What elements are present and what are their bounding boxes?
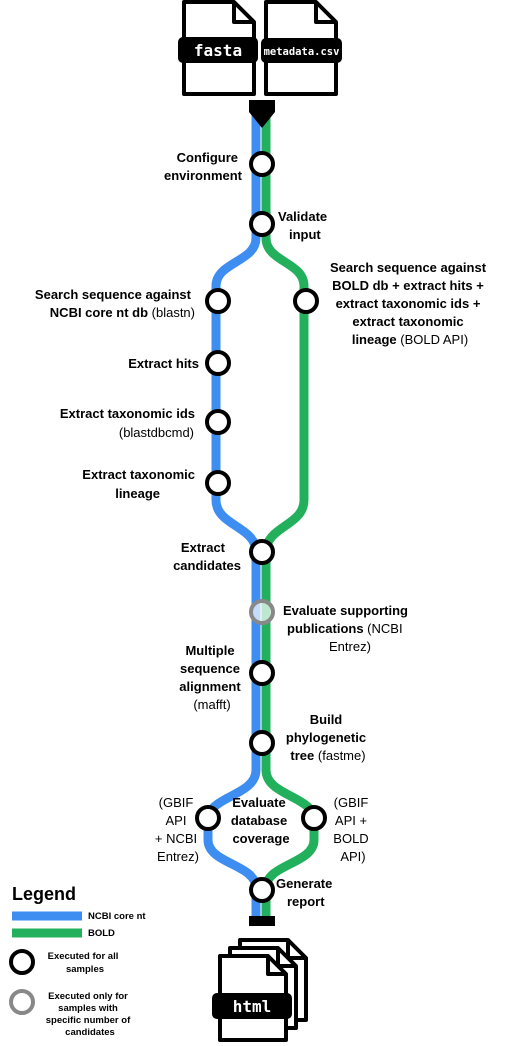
label-configure: Configure environment [164, 149, 243, 183]
node-validate [249, 211, 275, 237]
label-evaluate-publications: Evaluate supporting publications (NCBI E… [283, 602, 412, 654]
label-msa: Multiple sequence alignment (mafft) [179, 642, 244, 712]
label-extract-lineage: Extract taxonomic lineage [82, 466, 199, 501]
start-marker [249, 100, 275, 128]
node-bold-search [293, 288, 319, 314]
node-report [249, 877, 275, 903]
fasta-label: fasta [194, 41, 242, 60]
legend-specific-text: Executed only for samples with specific … [46, 986, 134, 1038]
node-extract-lineage [205, 470, 231, 496]
node-extract-tax-ids [205, 409, 231, 435]
node-tree [249, 730, 275, 756]
node-extract-candidates [249, 539, 275, 565]
node-ncbi-search [205, 288, 231, 314]
metadata-label: metadata.csv [264, 46, 340, 58]
label-validate: Validate input [278, 208, 331, 242]
label-tree: Build phylogenetic tree (fastme) [286, 711, 370, 763]
label-extract-candidates: Extract candidates [173, 539, 241, 573]
legend-ncbi-label: NCBI core nt [88, 911, 146, 922]
legend-node-all [9, 949, 35, 975]
legend-all-text: Executed for all samples [48, 946, 123, 975]
label-extract-hits: Extract hits [128, 356, 199, 371]
legend-title: Legend [12, 884, 76, 904]
legend: Legend NCBI core nt BOLD Executed for al… [9, 884, 146, 1038]
legend-bold-label: BOLD [88, 928, 115, 939]
label-coverage-bold: (GBIF API + BOLD API) [333, 794, 372, 864]
node-configure [249, 151, 275, 177]
label-extract-tax-ids: Extract taxonomic ids (blastdbcmd) [60, 405, 199, 440]
node-msa [249, 660, 275, 686]
label-bold-search: Search sequence against BOLD db + extrac… [330, 259, 490, 347]
label-coverage-ncbi: (GBIF API + NCBI Entrez) [155, 794, 201, 864]
fasta-file-icon: fasta [178, 0, 258, 96]
node-coverage-ncbi [195, 805, 221, 831]
label-report: Generate report [276, 875, 336, 909]
metadata-file-icon: metadata.csv [261, 0, 342, 96]
legend-node-specific [9, 989, 35, 1015]
html-label: html [233, 997, 272, 1016]
html-output-icon: html [212, 938, 308, 1042]
label-coverage: Evaluate database coverage [231, 794, 291, 846]
node-extract-hits [205, 350, 231, 376]
end-marker [249, 916, 275, 926]
ncbi-line [203, 105, 261, 918]
node-evaluate-publications [249, 599, 275, 625]
node-coverage-bold [301, 805, 327, 831]
label-ncbi-search: Search sequence against NCBI core nt db … [35, 286, 195, 320]
